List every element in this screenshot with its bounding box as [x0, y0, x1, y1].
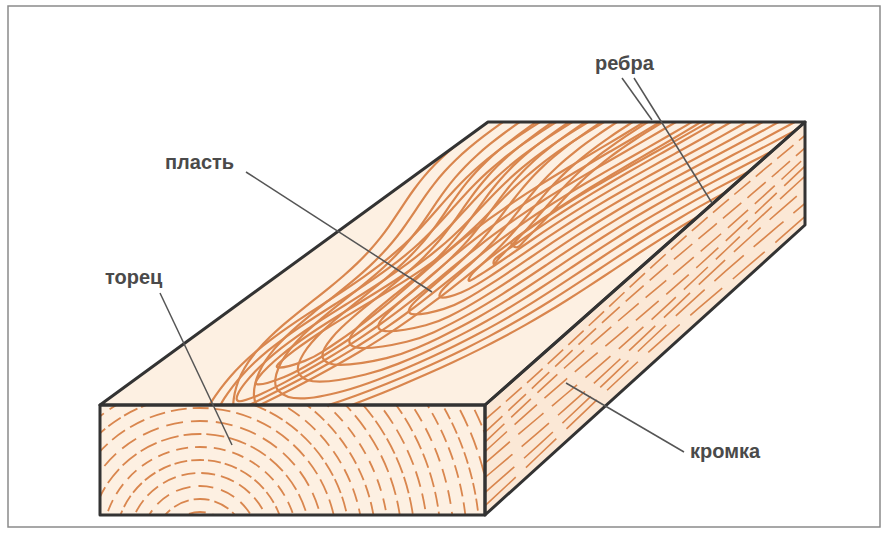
grain-line [218, 65, 778, 418]
growth-ring [50, 395, 350, 543]
frame [8, 6, 880, 527]
grain-end [0, 135, 610, 543]
growth-ring [63, 408, 337, 543]
growth-ring [180, 525, 220, 543]
grain-line [485, 166, 805, 451]
grain-line [485, 203, 805, 492]
grain-line [485, 189, 805, 477]
growth-ring [0, 161, 584, 543]
growth-ring [0, 187, 558, 543]
part-label: кромка [690, 440, 760, 462]
growth-ring [0, 278, 467, 543]
grain-line [485, 148, 805, 432]
growth-ring [0, 304, 441, 543]
growth-ring [24, 369, 376, 543]
grain-line [233, 65, 887, 432]
leader-lines [160, 78, 712, 452]
growth-ring [0, 330, 415, 543]
grain-line [378, 65, 870, 331]
growth-ring [0, 239, 506, 543]
growth-ring [128, 473, 272, 543]
face-end [100, 405, 485, 515]
growth-ring [0, 213, 532, 543]
part-label: пласть [165, 151, 234, 173]
growth-ring [0, 148, 597, 543]
grain-line [485, 135, 805, 419]
growth-ring [0, 291, 454, 543]
growth-ring [0, 226, 519, 543]
growth-ring [0, 343, 402, 543]
board-outline [100, 122, 805, 515]
growth-ring [0, 135, 610, 543]
face-edge [485, 122, 805, 515]
grain-line [277, 65, 726, 367]
growth-ring [102, 447, 298, 543]
part-label: ребра [595, 52, 654, 74]
grain-line [485, 158, 805, 443]
grain-edge [485, 135, 805, 505]
growth-ring [0, 200, 545, 543]
growth-ring [0, 252, 493, 543]
growth-ring [0, 317, 428, 543]
growth-ring [167, 512, 233, 543]
growth-ring [154, 499, 246, 543]
grain-line [237, 65, 761, 401]
growth-ring [115, 460, 285, 543]
growth-ring [89, 434, 311, 543]
grain-line [485, 176, 805, 463]
part-label: торец [105, 266, 162, 288]
